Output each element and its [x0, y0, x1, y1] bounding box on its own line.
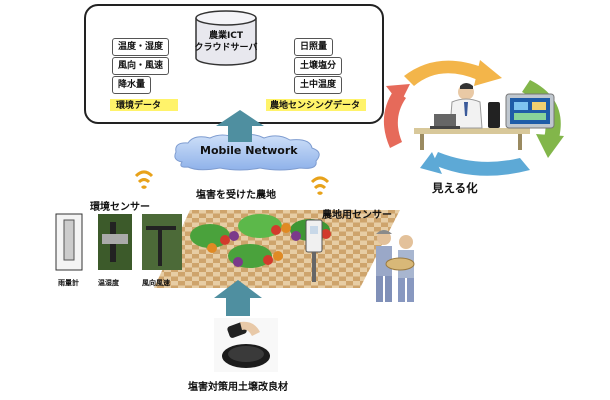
signal-icon-field [310, 176, 330, 196]
env-data-caption: 環境データ [116, 101, 162, 111]
database-icon [195, 10, 257, 66]
network-cloud-shape [174, 134, 320, 171]
visualization-label: 見える化 [432, 181, 478, 195]
network-label: Mobile Network [200, 144, 298, 157]
upload-arrow-top [216, 110, 264, 142]
signal-icon-env [134, 170, 154, 190]
field-label: 塩害を受けた農地 [196, 190, 276, 201]
farmers-illustration [376, 230, 415, 302]
field-item-sunlight: 日照量 [294, 38, 334, 56]
env-item-wind: 風向・風速 [112, 57, 170, 75]
field-item-soil-salinity: 土壌塩分 [294, 57, 343, 75]
field-data-caption: 農地センシングデータ [270, 101, 361, 111]
device-wind: 風向風速 [142, 279, 170, 287]
office-worker-illustration [414, 83, 555, 150]
env-sensor-devices [55, 213, 182, 271]
server-label-line2: クラウドサーバ [194, 43, 258, 53]
field-sensor-device [305, 219, 323, 282]
env-item-rainfall: 降水量 [112, 76, 152, 94]
farmland-illustration [154, 210, 400, 288]
env-item-temp-humidity: 温度・湿度 [112, 38, 170, 56]
soil-material-photo [214, 318, 278, 372]
server-label-line1: 農業ICT [208, 31, 244, 41]
field-caption-highlight [266, 99, 366, 111]
field-item-soil-temp: 土中温度 [294, 76, 343, 94]
cycle-arrows [383, 60, 564, 176]
env-sensor-label: 環境センサー [90, 202, 150, 213]
device-temp-humidity: 温湿度 [98, 279, 119, 287]
field-sensor-label: 農地用センサー [322, 210, 392, 221]
upload-arrow-bottom [214, 280, 262, 316]
soil-material-label: 塩害対策用土壌改良材 [188, 382, 288, 393]
env-caption-highlight [110, 99, 178, 111]
device-rain-gauge: 雨量計 [58, 279, 79, 287]
